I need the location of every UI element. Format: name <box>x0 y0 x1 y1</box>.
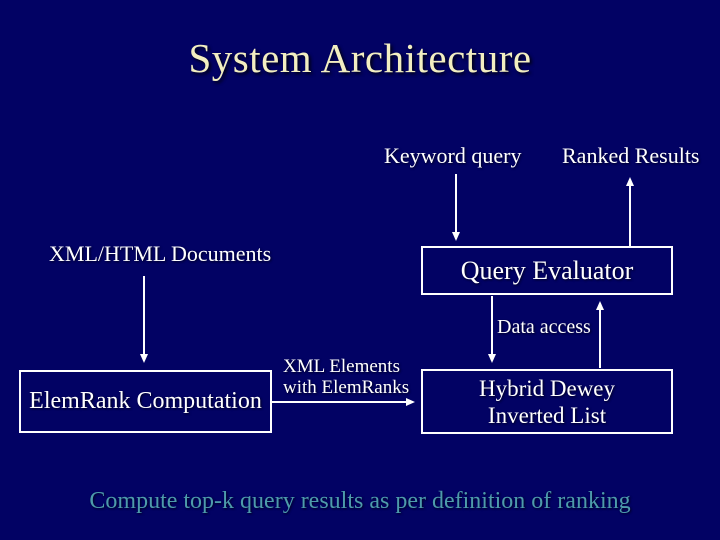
elemrank-computation-box-label: ElemRank Computation <box>29 388 262 414</box>
ranked-results-label: Ranked Results <box>562 143 700 168</box>
page-title: System Architecture <box>188 35 532 81</box>
xml-elements-label: XML Elements with ElemRanks <box>283 356 409 398</box>
hybrid-dewey-inverted-list-box: Hybrid Dewey Inverted List <box>421 369 673 434</box>
footer-note: Compute top-k query results as per defin… <box>89 488 631 514</box>
query-evaluator-box-label: Query Evaluator <box>460 255 634 285</box>
xml-elements-label-line1: XML Elements <box>283 356 400 377</box>
query-evaluator-box: Query Evaluator <box>421 246 673 295</box>
hybrid-dewey-box-line1: Hybrid Dewey <box>478 375 616 401</box>
hybrid-dewey-box-line2: Inverted List <box>487 402 607 428</box>
elemrank-computation-box: ElemRank Computation <box>19 370 272 433</box>
keyword-query-label: Keyword query <box>384 143 522 168</box>
data-access-label: Data access <box>497 316 591 338</box>
xml-elements-label-line2: with ElemRanks <box>283 377 410 398</box>
xml-html-documents-label: XML/HTML Documents <box>49 241 272 266</box>
